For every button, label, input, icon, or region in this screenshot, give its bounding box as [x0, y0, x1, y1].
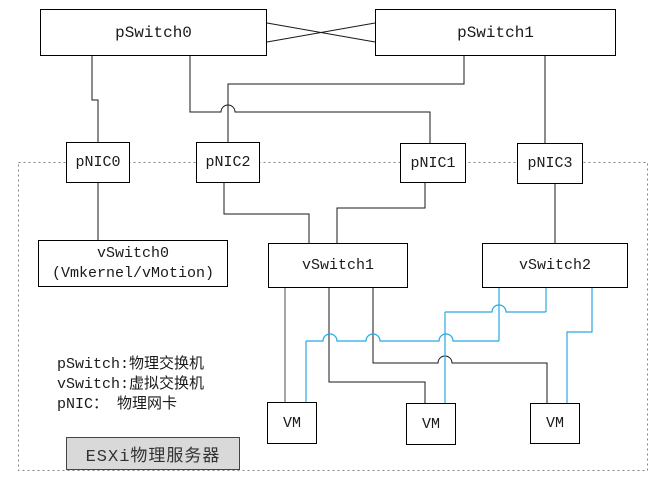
node-pnic1-label: pNIC1 — [410, 154, 456, 172]
node-vm1: VM — [267, 402, 317, 444]
node-vm3-label: VM — [545, 415, 564, 432]
node-vswitch1-label: vSwitch1 — [301, 257, 374, 274]
node-pnic2: pNIC2 — [196, 142, 260, 183]
node-pswitch1: pSwitch1 — [375, 9, 616, 56]
node-pnic2-label: pNIC2 — [205, 154, 251, 171]
node-vm2-label: VM — [421, 415, 440, 433]
link-pnic1-vswitch1 — [336, 183, 426, 243]
link-vswitch2-vm3 — [566, 288, 593, 403]
black-links — [91, 22, 556, 403]
link-pnic2-vswitch1 — [223, 183, 310, 243]
legend-line-pswitch: pSwitch:物理交换机 — [57, 356, 205, 373]
legend-line-pnic: pNIC： 物理网卡 — [57, 396, 178, 413]
node-vswitch2: vSwitch2 — [482, 243, 628, 288]
node-vm1-label: VM — [282, 414, 301, 432]
legend: pSwitch:物理交换机 vSwitch:虚拟交换机 pNIC： 物理网卡 — [57, 355, 204, 415]
esxi-server-label-text: ESXi物理服务器 — [85, 447, 221, 467]
node-pswitch0-label: pSwitch0 — [115, 23, 192, 42]
node-vm3: VM — [530, 403, 580, 444]
link-vswitch2-vm2-horiz — [445, 304, 546, 313]
node-pnic3-label: pNIC3 — [527, 155, 573, 172]
link-vswitch1-vm3 — [372, 288, 548, 403]
node-pnic1: pNIC1 — [400, 143, 466, 183]
node-vswitch0: vSwitch0 (Vmkernel/vMotion) — [38, 240, 228, 287]
node-pnic3: pNIC3 — [517, 143, 583, 184]
node-vswitch1: vSwitch1 — [268, 243, 408, 288]
node-pnic0-label: pNIC0 — [75, 154, 121, 171]
esxi-boundary-box — [18, 162, 648, 471]
node-vm2: VM — [406, 403, 456, 445]
link-vswitch2-vm1-horiz — [306, 333, 499, 342]
node-pnic0: pNIC0 — [66, 142, 130, 183]
link-pswitch1-pnic2 — [227, 56, 465, 142]
link-vswitch1-vm2 — [328, 288, 426, 403]
node-pswitch1-label: pSwitch1 — [457, 23, 534, 42]
node-vswitch0-label: vSwitch0 — [96, 244, 169, 262]
link-pswitch0-pnic0 — [91, 56, 99, 142]
legend-line-vswitch: vSwitch:虚拟交换机 — [57, 376, 205, 393]
node-vswitch0-sublabel: (Vmkernel/vMotion) — [51, 264, 215, 282]
esxi-server-label: ESXi物理服务器 — [66, 437, 240, 470]
link-pswitch0-pnic1 — [189, 56, 431, 143]
node-pswitch0: pSwitch0 — [40, 9, 267, 56]
node-vswitch2-label: vSwitch2 — [518, 257, 591, 274]
link-pswitch0-pswitch1-b — [266, 22, 376, 43]
blue-links — [305, 288, 593, 403]
